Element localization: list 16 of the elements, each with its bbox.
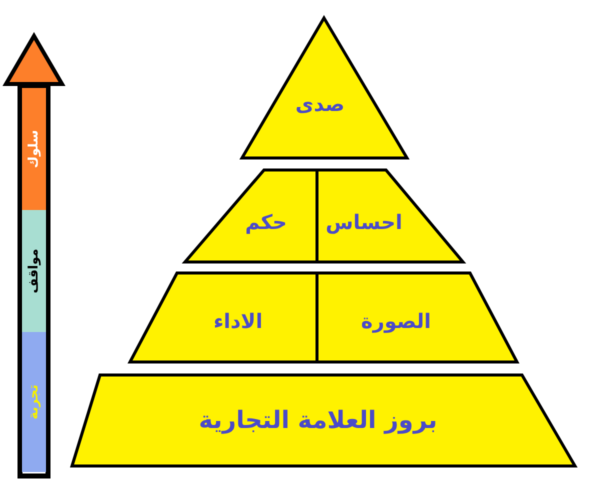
section-label: بروز العلامة التجارية [198, 406, 438, 434]
section-label: حكم [245, 210, 287, 234]
section-label: صدى [295, 92, 345, 116]
pyramid-section [317, 273, 517, 362]
pyramid-section [242, 18, 407, 158]
section-label: احساس [326, 210, 402, 234]
pyramid-section [72, 375, 575, 466]
section-label: الصورة [361, 309, 431, 333]
scale-band [22, 332, 46, 472]
band-label: تجربة [26, 384, 42, 420]
band-label: سلوك [26, 130, 42, 168]
section-label: الاداء [213, 309, 263, 333]
scale-band [22, 210, 46, 332]
band-label: مواقف [26, 248, 42, 294]
pyramid-section [130, 273, 317, 362]
scale-band [22, 88, 46, 210]
